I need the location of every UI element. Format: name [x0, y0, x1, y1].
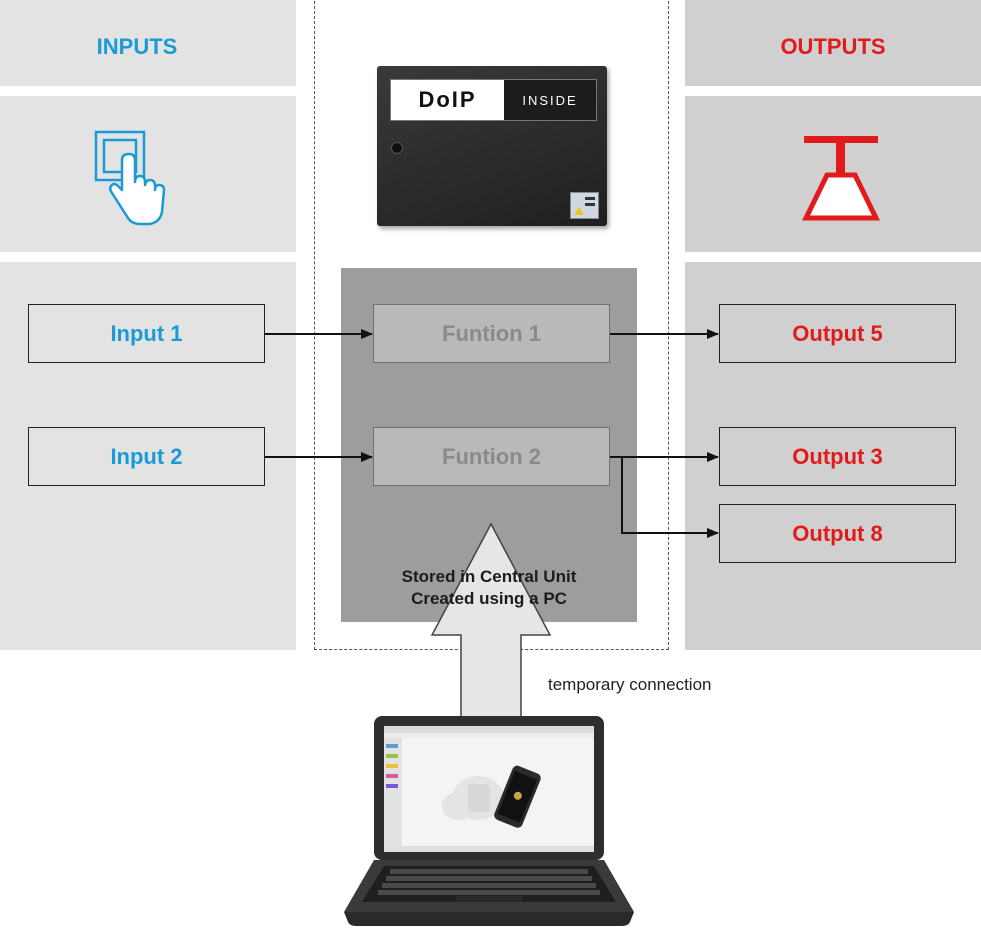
- output-8-box: Output 8: [719, 504, 956, 563]
- central-caption-line1: Stored in Central Unit: [401, 567, 577, 586]
- device-label-brand: DoIP: [391, 80, 504, 120]
- laptop-pc-icon: [344, 716, 634, 926]
- input-1-box: Input 1: [28, 304, 265, 363]
- inputs-header-panel: [0, 0, 296, 86]
- arrow-function2-to-output8: [621, 457, 719, 538]
- device-sticker-icon: [570, 192, 599, 219]
- output-5-box: Output 5: [719, 304, 956, 363]
- push-button-icon: [94, 130, 166, 226]
- central-caption-line2: Created using a PC: [411, 589, 567, 608]
- input-2-box: Input 2: [28, 427, 265, 486]
- device-label-inside: INSIDE: [504, 80, 596, 120]
- device-led-icon: [391, 142, 403, 154]
- inputs-icon-panel: [0, 96, 296, 252]
- function-1-box: Funtion 1: [373, 304, 610, 363]
- function-2-box: Funtion 2: [373, 427, 610, 486]
- upload-arrow: [430, 522, 552, 721]
- inputs-header: INPUTS: [96, 34, 178, 59]
- outputs-header: OUTPUTS: [780, 34, 886, 59]
- device-label: DoIP INSIDE: [390, 79, 597, 121]
- doip-central-unit-device: DoIP INSIDE: [377, 66, 607, 226]
- ceiling-lamp-icon: [801, 136, 881, 221]
- central-caption: Stored in Central Unit Created using a P…: [341, 566, 637, 610]
- temporary-connection-label: temporary connection: [548, 675, 712, 694]
- outputs-header-panel: [685, 0, 981, 86]
- output-3-box: Output 3: [719, 427, 956, 486]
